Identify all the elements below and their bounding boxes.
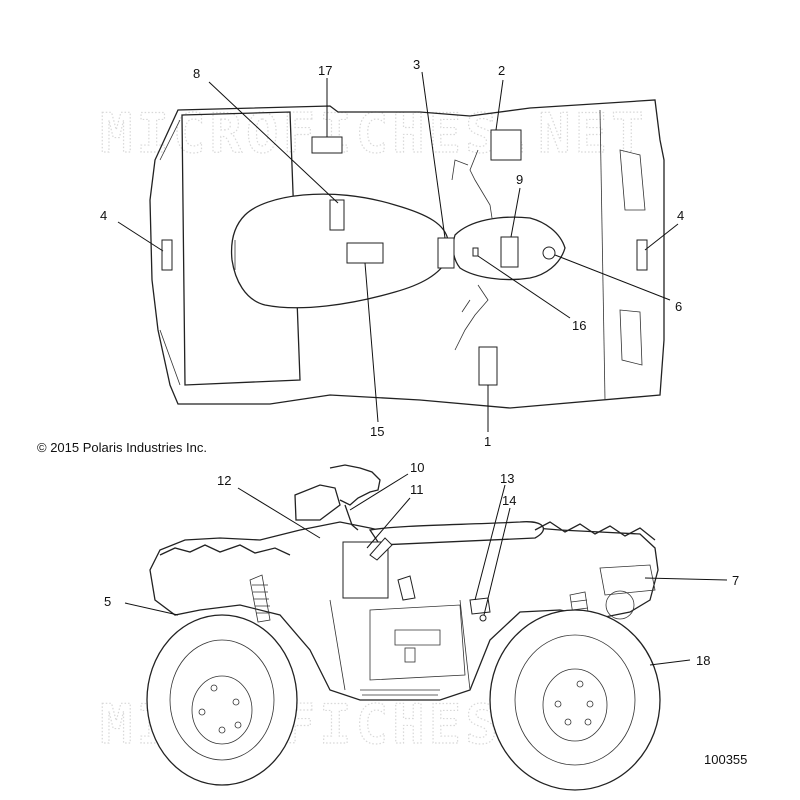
callout-8: 8 bbox=[193, 66, 200, 81]
callout-5: 5 bbox=[104, 594, 111, 609]
callout-4-right: 4 bbox=[677, 208, 684, 223]
callout-1: 1 bbox=[484, 434, 491, 449]
side-view-leaders bbox=[124, 473, 728, 666]
callout-4-left: 4 bbox=[100, 208, 107, 223]
callout-17: 17 bbox=[318, 63, 332, 78]
figure-number: 100355 bbox=[704, 752, 747, 767]
top-view-atv bbox=[149, 99, 665, 409]
callout-6: 6 bbox=[675, 299, 682, 314]
callout-15: 15 bbox=[370, 424, 384, 439]
callout-3: 3 bbox=[413, 57, 420, 72]
callout-16: 16 bbox=[572, 318, 586, 333]
callout-9: 9 bbox=[516, 172, 523, 187]
callout-13: 13 bbox=[500, 471, 514, 486]
copyright-notice: © 2015 Polaris Industries Inc. bbox=[37, 440, 207, 455]
callout-10: 10 bbox=[410, 460, 424, 475]
callout-2: 2 bbox=[498, 63, 505, 78]
top-view-leaders bbox=[117, 71, 679, 432]
callout-18: 18 bbox=[696, 653, 710, 668]
callout-11: 11 bbox=[410, 482, 424, 497]
callout-7: 7 bbox=[732, 573, 739, 588]
callout-12: 12 bbox=[217, 473, 231, 488]
callout-14: 14 bbox=[502, 493, 516, 508]
side-view-atv bbox=[146, 464, 661, 791]
